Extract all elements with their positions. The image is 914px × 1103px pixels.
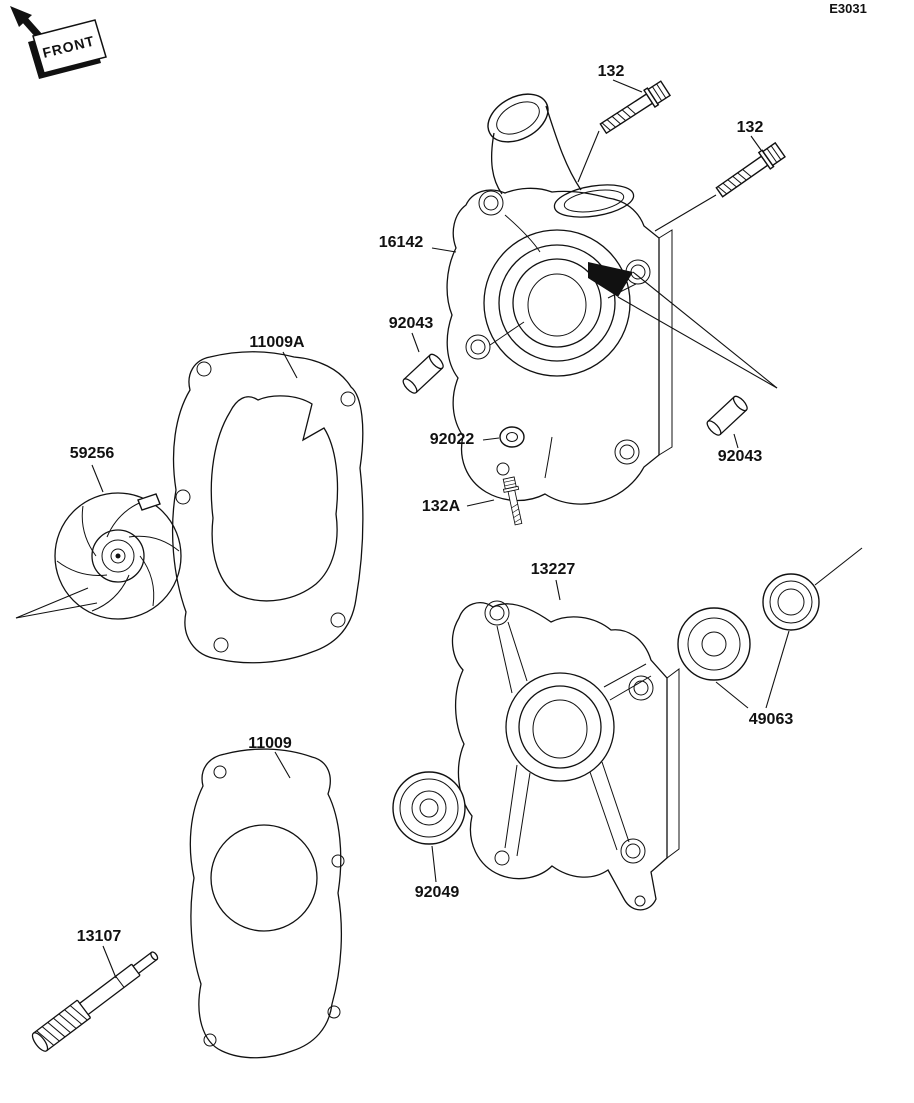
- cover-tube-right: [545, 105, 582, 191]
- bolt-head: [761, 141, 786, 167]
- label-pin-left: 92043: [389, 315, 434, 332]
- dowel-pin-92043-left: [402, 353, 444, 394]
- label-washer: 92022: [430, 431, 475, 448]
- impeller-59256: [15, 492, 182, 620]
- leader-seal-a: [715, 681, 749, 709]
- cover-inlet-bore: [496, 101, 540, 135]
- cover-section-flag: [588, 262, 633, 297]
- bolt-132-right: [715, 141, 786, 198]
- page-code: E3031: [829, 1, 867, 16]
- cover-bore-inner: [527, 273, 587, 337]
- cover-tube-left: [490, 132, 503, 195]
- bolt-132a: [502, 476, 523, 526]
- impeller-rim: [54, 492, 182, 620]
- seal-set-49063: [677, 573, 820, 681]
- leader-pin-left: [411, 332, 420, 353]
- leader-impeller: [91, 464, 104, 493]
- leader-bolt-132-right-to-cover: [654, 194, 717, 232]
- label-shaft: 13107: [77, 928, 122, 945]
- impeller-blade: [56, 560, 108, 576]
- leader-bolt-132a: [466, 499, 495, 507]
- impeller-tab: [137, 493, 161, 511]
- label-bolt-132a: 132A: [422, 498, 461, 515]
- seal-holder-outer: [677, 607, 751, 681]
- label-cover: 16142: [379, 234, 424, 251]
- cover-inlet-opening: [487, 93, 549, 143]
- leader-bolt-132-right: [750, 135, 762, 151]
- label-bolt-132-top: 132: [598, 63, 625, 80]
- front-box-face: [32, 19, 107, 74]
- impeller-blade: [128, 535, 180, 552]
- impeller-axis-line: [15, 602, 98, 619]
- water-pump-plate-13227: [451, 600, 680, 911]
- dowel-pin-92043-right: [706, 395, 748, 436]
- impeller-axis-line: [15, 587, 89, 619]
- plate-edge-fold: [666, 668, 680, 859]
- bearing-outer: [392, 771, 466, 845]
- gasket-11009a: [171, 351, 364, 664]
- plate-boss: [505, 672, 615, 782]
- cover-boss-ring: [498, 244, 616, 362]
- impeller-hub: [91, 529, 145, 583]
- leader-bolt-132-top: [612, 79, 643, 93]
- plate-bore-inner: [532, 699, 588, 759]
- gasket-11009: [189, 748, 345, 1059]
- leader-plate: [555, 579, 561, 601]
- water-pump-cover-16142: [446, 93, 673, 505]
- leader-flag-to-pin-a: [632, 271, 778, 389]
- plate-outline: [451, 602, 668, 911]
- gasket-a-outline: [171, 351, 364, 664]
- label-impeller: 59256: [70, 445, 115, 462]
- seal-ring-outer: [762, 573, 820, 631]
- cover-boss-outer: [483, 229, 631, 377]
- label-plate: 13227: [531, 561, 576, 578]
- plate-bore: [518, 685, 602, 769]
- leader-bearing: [431, 845, 437, 883]
- leader-cover: [431, 247, 457, 253]
- washer-92022: [499, 426, 525, 448]
- front-arrow-shaft: [21, 16, 43, 40]
- cover-flange-ring: [553, 184, 635, 218]
- leader-bolt-132-top-to-cover: [577, 130, 600, 183]
- leader-washer: [482, 437, 500, 441]
- label-pin-right: 92043: [718, 448, 763, 465]
- label-gasket-a: 11009A: [249, 334, 305, 351]
- impeller-blade: [91, 574, 130, 612]
- leader-pin-right: [733, 433, 739, 449]
- front-arrow-head-icon: [10, 6, 32, 27]
- label-seal-set: 49063: [749, 711, 794, 728]
- label-gasket-b: 11009: [248, 735, 292, 752]
- bolt-132-top: [599, 80, 672, 135]
- impeller-blade: [81, 505, 97, 557]
- front-direction-marker: FRONT: [10, 6, 107, 79]
- label-bolt-132-right: 132: [737, 119, 764, 136]
- leader-flag-to-pin-b: [617, 296, 778, 389]
- leader-gasket-a: [282, 351, 298, 379]
- leader-shaft: [102, 945, 117, 979]
- gasket-b-outline: [189, 748, 343, 1059]
- bolt-head: [647, 80, 672, 105]
- leader-seal-direction: [814, 547, 863, 586]
- cover-edge-fold: [658, 229, 673, 456]
- leader-gasket-b: [274, 751, 291, 779]
- cover-bore: [512, 258, 602, 348]
- oil-seal-92049: [392, 771, 466, 845]
- gasket-a-opening: [210, 395, 339, 602]
- cover-flange-bore: [563, 189, 625, 213]
- cover-outline: [446, 187, 660, 505]
- label-bearing: 92049: [415, 884, 460, 901]
- gasket-b-opening: [210, 824, 318, 932]
- leader-seal-b: [765, 630, 790, 709]
- impeller-blade: [139, 555, 155, 607]
- shaft-13107: [31, 951, 159, 1052]
